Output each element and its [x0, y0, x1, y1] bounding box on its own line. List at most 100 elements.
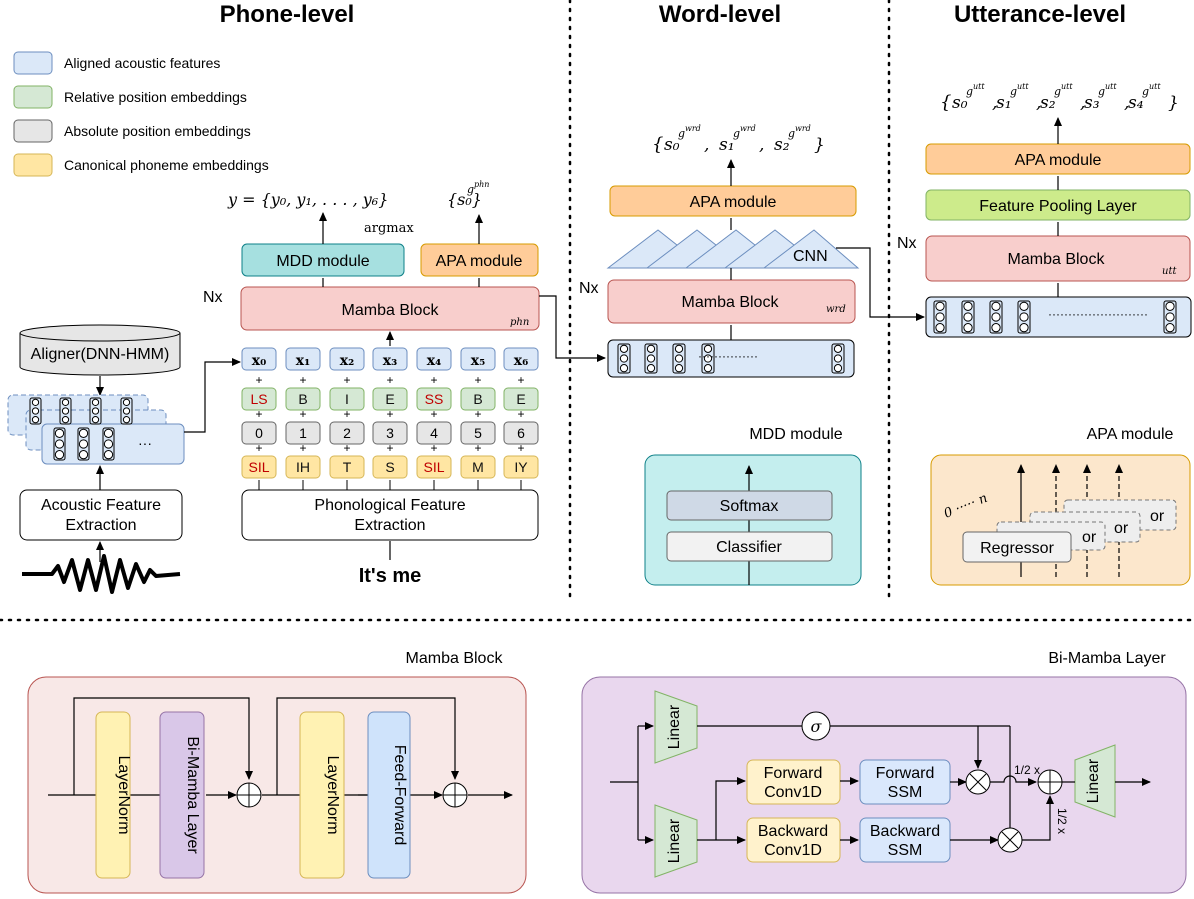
waveform-icon: [22, 554, 181, 594]
x-token-box: [372, 347, 408, 371]
word-score-separator: }: [814, 135, 825, 155]
half-label-forward: 1/2 x: [1014, 763, 1040, 777]
legend-label-phoneme: Canonical phoneme embeddings: [64, 157, 269, 173]
utt-nx-label: Nx: [897, 235, 917, 252]
utt-score-separator: ,: [1124, 93, 1129, 113]
relative-embedding-box: [329, 387, 365, 411]
word-score-token-supsup: wrd: [685, 124, 701, 133]
utt-score-token-supsup: utt: [1105, 82, 1117, 91]
utt-feature-dots: ·························: [1048, 307, 1148, 321]
utt-score-token: s₂: [1040, 93, 1056, 113]
word-feature-column: [672, 343, 686, 374]
plus-sign: +: [299, 441, 306, 455]
forward-conv1d: [746, 759, 841, 805]
legend-swatch-phoneme: [13, 153, 53, 177]
utt-feature-column: [961, 300, 975, 334]
relative-embedding-label: E: [385, 391, 394, 407]
aligned-feature-stack: ···: [7, 394, 185, 465]
x-token-label: x₃: [383, 353, 397, 369]
word-score-token-sup: g: [788, 127, 795, 140]
plus-sign: +: [517, 407, 524, 421]
phone-mdd-label: MDD module: [276, 253, 369, 270]
cnn-triangles: [606, 229, 860, 269]
legend-swatch-relative: [13, 85, 53, 109]
absolute-embedding-box: [503, 421, 539, 445]
word-score-token-supsup: wrd: [795, 124, 811, 133]
word-feature-column: [701, 343, 715, 374]
x-token-label: x₂: [340, 353, 354, 369]
plus-sign: +: [386, 407, 393, 421]
phoneme-embedding-box: [416, 455, 452, 479]
plus-sign: +: [255, 441, 262, 455]
legend-label-absolute: Absolute position embeddings: [64, 123, 251, 139]
utt-score-token: s₁: [996, 93, 1012, 113]
phone-mamba-sub: phn: [510, 317, 529, 328]
utterance-level-title: Utterance-level: [954, 1, 1126, 28]
utt-score-token: s₄: [1128, 93, 1144, 113]
mdd-detail-title: MDD module: [749, 426, 842, 443]
absolute-embedding-label: 1: [299, 425, 307, 441]
utt-feature-column: [1017, 300, 1031, 334]
forward-ssm-line2: SSM: [888, 784, 923, 801]
sigma-label: σ: [811, 717, 823, 736]
phoneme-embedding-box: [285, 455, 321, 479]
utt-score-separator: }: [1168, 93, 1179, 113]
utt-score-token-supsup: utt: [1149, 82, 1161, 91]
backward-ssm-line2: SSM: [888, 842, 923, 859]
word-score-separator: ,: [704, 135, 709, 155]
phoneme-embedding-box: [503, 455, 539, 479]
plus-sign: +: [474, 441, 481, 455]
phone-y-output: y = {y₀, y₁, . . . , y₆}: [227, 190, 388, 209]
plus-sign: +: [517, 441, 524, 455]
softmax-label: Softmax: [720, 498, 779, 515]
relative-embedding-label: E: [516, 391, 525, 407]
phone-nx-label: Nx: [203, 289, 223, 306]
word-score-token: s₁: [719, 135, 735, 155]
layernorm-2-label: LayerNorm: [324, 755, 341, 834]
utt-score-token: s₃: [1084, 93, 1100, 113]
phone-s-sup: g: [467, 183, 474, 196]
phoneme-embedding-label: IH: [296, 459, 310, 475]
phoneme-embedding-label: SIL: [248, 459, 269, 475]
aligner-cylinder: Aligner(DNN-HMM): [19, 324, 181, 376]
aligned-feature-column-back: [59, 397, 72, 425]
utt-feature-column: [933, 300, 947, 334]
utt-score-separator: ,: [1036, 93, 1041, 113]
phoneme-embedding-box: [460, 455, 496, 479]
utt-score-token-sup: g: [1054, 85, 1061, 98]
word-feature-column: [644, 343, 658, 374]
relative-embedding-box: [372, 387, 408, 411]
linear-bottom: [654, 804, 698, 878]
absolute-embedding-box: [329, 421, 365, 445]
phone-level-title: Phone-level: [220, 1, 355, 28]
word-score-token-sup: g: [678, 127, 685, 140]
legend-label-acoustic: Aligned acoustic features: [64, 55, 220, 71]
phone-apa-label: APA module: [436, 253, 523, 270]
word-feature-column: [831, 343, 845, 374]
relative-embedding-label: B: [473, 391, 482, 407]
relative-embedding-box: [285, 387, 321, 411]
utt-mamba-label: Mamba Block: [1008, 251, 1106, 268]
phonological-fe-line1: Phonological Feature: [314, 497, 465, 514]
utt-feature-column: [1163, 300, 1177, 334]
acoustic-feature-extraction: [19, 489, 183, 541]
phoneme-embedding-label: S: [385, 459, 394, 475]
regressor-back-1-label: or: [1082, 529, 1097, 546]
bimamba-layer-label: Bi-Mamba Layer: [184, 736, 201, 854]
phoneme-embedding-box: [241, 455, 277, 479]
absolute-embedding-label: 5: [474, 425, 482, 441]
absolute-embedding-box: [285, 421, 321, 445]
aligned-feature-column-back: [120, 397, 133, 425]
relative-embedding-box: [460, 387, 496, 411]
legend-swatch-absolute: [13, 119, 53, 143]
aligned-feature-column-back: [89, 397, 102, 425]
plus-sign: +: [343, 373, 350, 387]
absolute-embedding-label: 3: [386, 425, 394, 441]
phone-s-base: {s₀}: [447, 190, 482, 209]
forward-conv-line2: Conv1D: [764, 784, 822, 801]
mamba-layernorm-1: [95, 711, 131, 879]
cnn-label: CNN: [793, 248, 828, 265]
apa-detail-title: APA module: [1087, 426, 1174, 443]
word-apa-label: APA module: [690, 194, 777, 211]
